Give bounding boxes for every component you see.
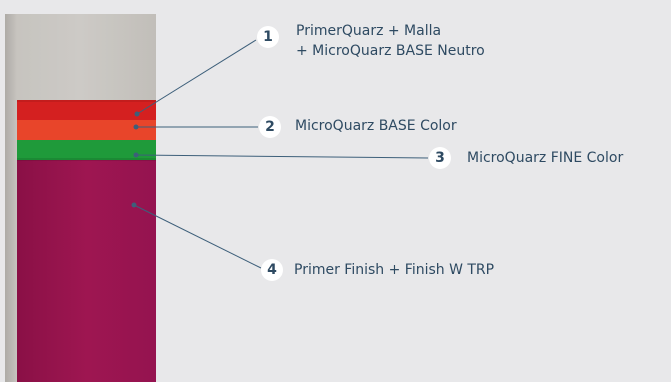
layer-2-orange — [17, 120, 156, 140]
callout-badge-3: 3 — [429, 147, 451, 169]
callout-label-2: MicroQuarz BASE Color — [295, 118, 457, 134]
layer-1-red — [17, 100, 156, 120]
callout-badge-4: 4 — [261, 259, 283, 281]
callout-label-3: MicroQuarz FINE Color — [467, 150, 624, 166]
callout-badge-2: 2 — [259, 116, 281, 138]
callout-label-4: Primer Finish + Finish W TRP — [294, 262, 495, 278]
layer-4-magenta — [17, 160, 156, 382]
callout-badge-1: 1 — [257, 26, 279, 48]
layer-sample-panel — [5, 14, 156, 382]
callout-label-1-line2: + MicroQuarz BASE Neutro — [296, 43, 485, 59]
callout-label-1-line1: PrimerQuarz + Malla — [296, 23, 442, 39]
layer-3-green — [17, 140, 156, 160]
leader-line-3 — [135, 154, 429, 159]
